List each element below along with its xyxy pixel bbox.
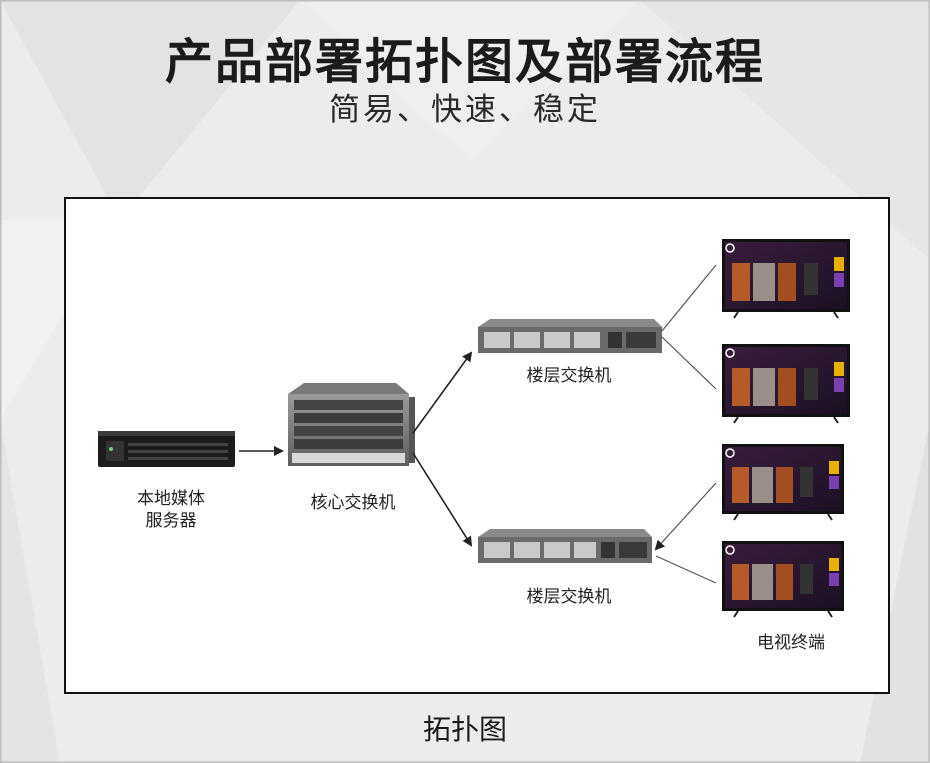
floor-switch-bottom-label: 楼层交换机 <box>526 587 612 607</box>
diagram-caption: 拓扑图 <box>422 713 507 746</box>
media-server-icon <box>98 431 235 467</box>
core-switch-label: 核心交换机 <box>310 493 396 513</box>
link-floor-bottom-tv4 <box>655 555 717 584</box>
media-server-label-line1: 本地媒体 <box>137 489 205 509</box>
topology-diagram <box>98 239 850 618</box>
link-floor-top-tv2 <box>661 336 717 390</box>
tv-terminals-label: 电视终端 <box>757 633 825 653</box>
media-server-label-line2: 服务器 <box>145 511 197 531</box>
link-core-floor-bottom <box>412 452 473 547</box>
media-server-label: 本地媒体 服务器 <box>106 488 236 532</box>
tv-terminal-icon <box>722 344 850 424</box>
floor-switch-bottom-icon <box>478 529 652 563</box>
tv-terminal-icon <box>722 444 844 521</box>
floor-switch-top-label: 楼层交换机 <box>526 366 612 386</box>
topology-frame: 本地媒体 服务器 核心交换机 楼层交换机 楼层交换机 电视终端 <box>64 197 890 694</box>
floor-switch-top-icon <box>478 319 662 353</box>
link-floor-top-tv1 <box>661 264 717 332</box>
link-core-floor-top <box>412 351 473 434</box>
page-subtitle: 简易、快速、稳定 <box>329 92 601 128</box>
tv-terminal-icon <box>722 541 844 618</box>
link-floor-bottom-tv3 <box>654 482 717 551</box>
tv-terminal-icon <box>722 239 850 319</box>
page-title: 产品部署拓扑图及部署流程 <box>164 34 765 90</box>
core-switch-icon <box>288 383 415 466</box>
